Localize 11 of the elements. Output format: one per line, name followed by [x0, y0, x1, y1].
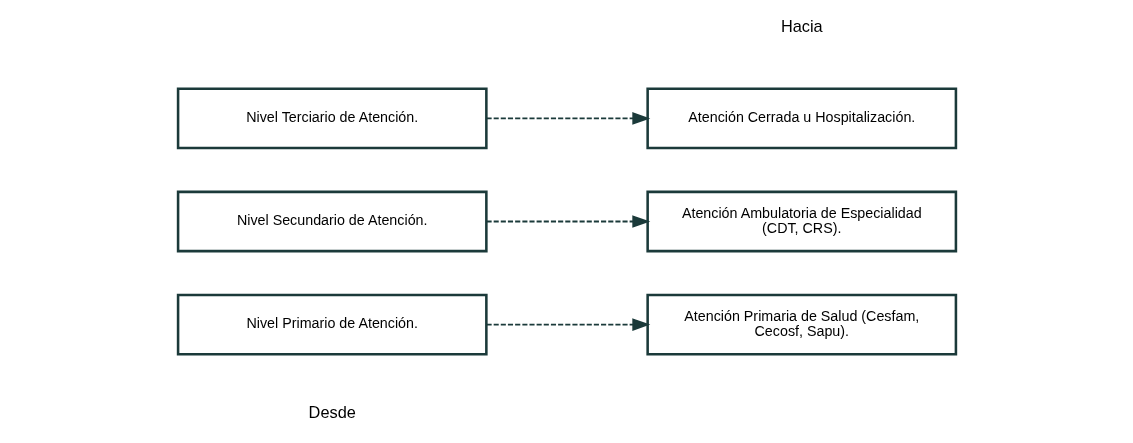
label: Desde: [308, 403, 356, 422]
node-box: Nivel Primario de Atención.: [176, 293, 488, 356]
node-box: Atención Cerrada u Hospitalización.: [645, 87, 957, 150]
node-box: Atención Primaria de Salud (Cesfam, Cecosf, Sapu).: [645, 293, 957, 356]
arrow: [485, 215, 650, 228]
label: Hacia: [780, 17, 823, 36]
node-box: Nivel Terciario de Atención.: [176, 87, 488, 150]
arrow: [485, 318, 650, 331]
arrow: [485, 112, 650, 125]
node-box: Atención Ambulatoria de Especialidad (CDT, CRS).: [645, 190, 957, 253]
node-box: Nivel Secundario de Atención.: [176, 190, 488, 253]
